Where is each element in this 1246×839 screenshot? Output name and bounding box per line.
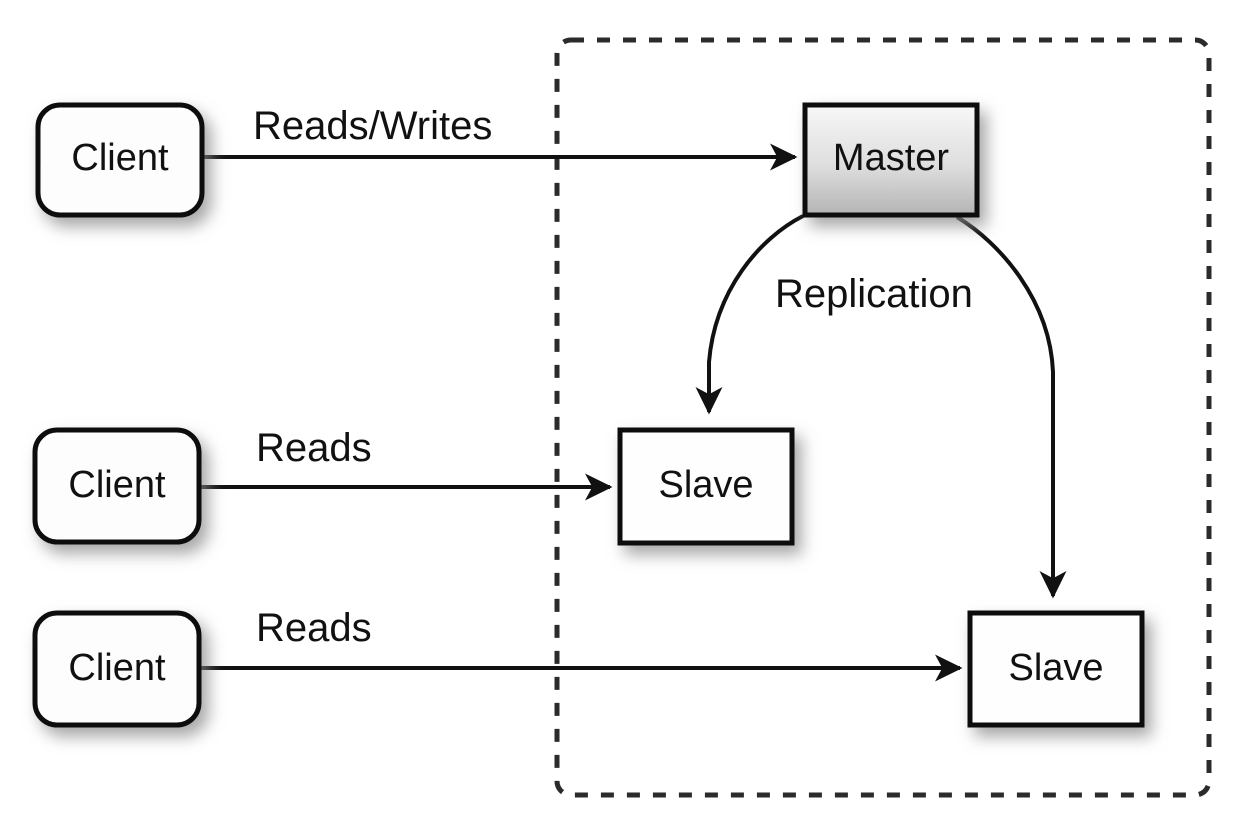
node-slave-upper[interactable]: Slave bbox=[617, 427, 795, 546]
node-slave-lower-label: Slave bbox=[1008, 647, 1103, 689]
node-client-bottom-label: Client bbox=[68, 647, 166, 689]
node-client-middle-label: Client bbox=[68, 464, 166, 506]
node-client-bottom[interactable]: Client bbox=[32, 610, 202, 728]
node-client-top[interactable]: Client bbox=[35, 102, 205, 218]
edge-label-reads-bottom: Reads bbox=[256, 606, 372, 650]
edge-master-to-slave-lower bbox=[955, 215, 1067, 599]
node-master[interactable]: Master bbox=[802, 102, 980, 218]
node-client-middle[interactable]: Client bbox=[32, 427, 202, 545]
node-slave-lower[interactable]: Slave bbox=[967, 610, 1145, 728]
node-slave-upper-label: Slave bbox=[658, 464, 753, 506]
node-client-top-label: Client bbox=[71, 137, 169, 179]
node-master-label: Master bbox=[833, 137, 949, 179]
database-cluster-boundary bbox=[554, 37, 1212, 798]
edge-label-reads-middle: Reads bbox=[256, 426, 372, 470]
edge-master-to-slave-upper bbox=[695, 214, 804, 415]
edge-label-reads-writes: Reads/Writes bbox=[253, 104, 492, 148]
edge-label-replication: Replication bbox=[775, 272, 973, 316]
